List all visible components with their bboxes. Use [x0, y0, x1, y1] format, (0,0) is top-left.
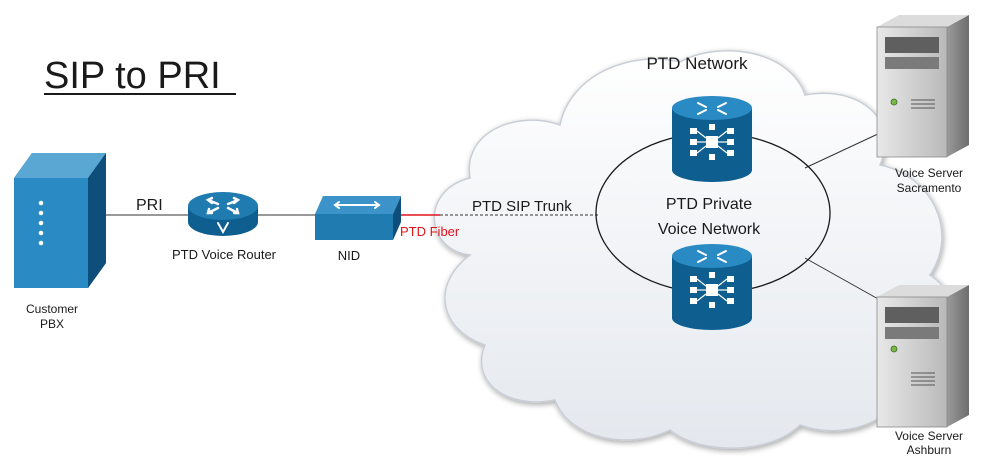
tower-server-icon-ashburn — [876, 285, 969, 428]
network-label: PTD Network — [646, 54, 748, 73]
private-network-line1: PTD Private — [666, 196, 752, 213]
tower-server-icon-sacramento — [876, 15, 969, 158]
connections — [106, 132, 881, 301]
switch-icon — [315, 196, 401, 240]
nid-label: NID — [338, 248, 360, 263]
pbx-server-icon — [14, 153, 106, 288]
page-title: SIP to PRI — [44, 55, 221, 97]
sacramento-label-line1: Voice Server — [895, 166, 963, 180]
pbx-label-line2: PBX — [40, 317, 64, 331]
router-icon — [188, 192, 258, 236]
ashburn-label-line1: Voice Server — [895, 429, 963, 443]
pri-label: PRI — [136, 197, 163, 214]
sacramento-link — [804, 132, 881, 169]
ashburn-link — [804, 257, 881, 301]
voice-router-label: PTD Voice Router — [172, 247, 277, 262]
page-title-group: SIP to PRI — [44, 55, 236, 97]
ashburn-label-line2: Ashburn — [907, 443, 952, 456]
voice-router-icon-top — [672, 96, 752, 182]
pbx-label-line1: Customer — [26, 302, 78, 316]
sip-trunk-label: PTD SIP Trunk — [472, 198, 572, 215]
private-network-line2: Voice Network — [658, 221, 761, 238]
sacramento-label-line2: Sacramento — [897, 181, 962, 195]
fiber-label: PTD Fiber — [400, 224, 460, 239]
voice-router-icon-bottom — [672, 244, 752, 330]
labels: PRI PTD Voice Router NID PTD Fiber PTD S… — [26, 54, 963, 457]
